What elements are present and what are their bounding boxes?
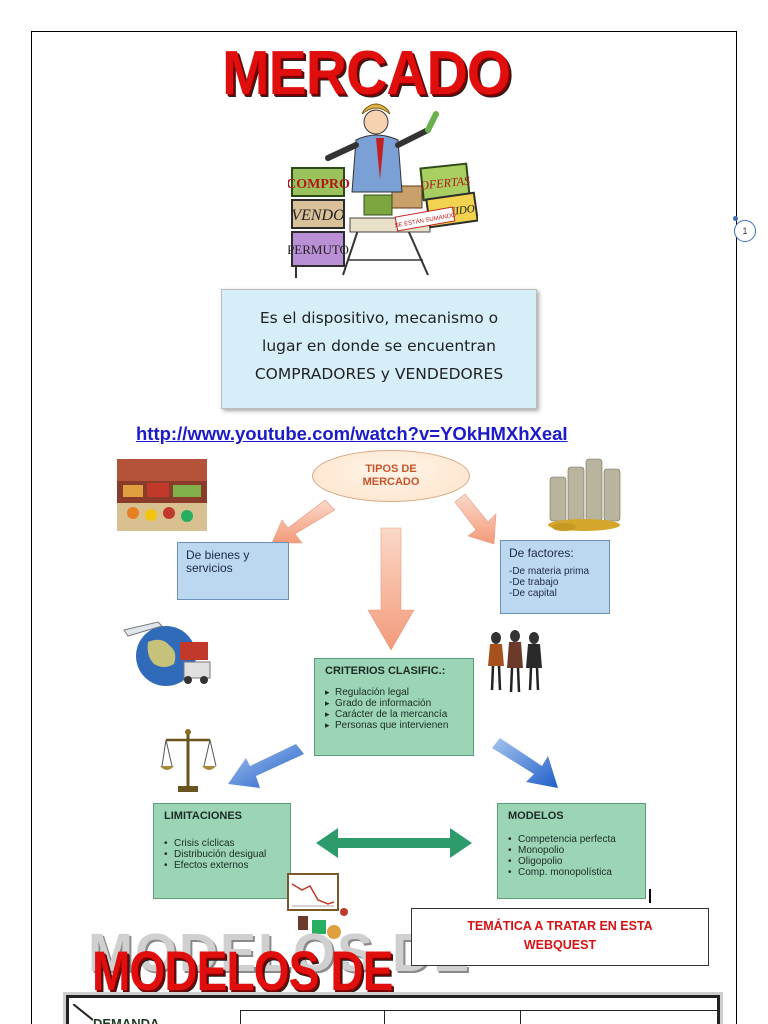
limitaciones-box: LIMITACIONES Crisis cíclicas Distribució… — [153, 803, 291, 899]
table-header-cell — [69, 1010, 241, 1024]
definition-line: lugar en donde se encuentran — [262, 337, 496, 355]
modelos-box: MODELOS Competencia perfecta Monopolio O… — [497, 803, 646, 899]
criterios-box: CRITERIOS CLASIFIC.: Regulación legal Gr… — [314, 658, 474, 756]
arrow-to-factores — [454, 493, 497, 545]
coins-photo — [548, 458, 621, 531]
factores-item: -De capital — [509, 588, 557, 599]
table-header-cell — [241, 1010, 385, 1024]
arrow-to-criterios — [367, 527, 415, 651]
page-title: MERCADO — [222, 39, 511, 108]
limitaciones-item: Efectos externos — [164, 860, 280, 871]
sign-permuto: PERMUTO — [288, 242, 349, 257]
tematica-line: WEBQUEST — [523, 938, 597, 952]
factores-heading: De factores: — [509, 546, 574, 560]
table-header-cell — [385, 1010, 521, 1024]
arrow-to-limitaciones — [228, 744, 304, 788]
comment-anchor — [733, 216, 738, 221]
limitaciones-item: Distribución desigual — [164, 849, 280, 860]
arrow-to-modelos — [492, 738, 558, 788]
comment-marker[interactable]: 1 — [734, 220, 756, 242]
arrow-to-bienes — [271, 499, 336, 544]
modelos-item: Competencia perfecta — [508, 834, 635, 845]
tematica-box: TEMÁTICA A TRATAR EN ESTA WEBQUEST — [411, 908, 709, 966]
factores-item: -De trabajo — [509, 577, 559, 588]
criterios-item: Regulación legal — [325, 687, 463, 698]
page-frame — [31, 31, 737, 1024]
vendor-illustration: COMPRO VENDO PERMUTO OFERTAS LIQUIDO SE … — [288, 103, 478, 278]
factores-box: De factores: -De materia prima -De traba… — [500, 540, 610, 614]
tematica-line: TEMÁTICA A TRATAR EN ESTA — [467, 919, 653, 933]
diagram-center-oval: TIPOS DE MERCADO — [312, 450, 470, 502]
definition-line: COMPRADORES y VENDEDORES — [254, 365, 504, 383]
diagonal-header-icon — [73, 1004, 93, 1021]
sign-ofertas: OFERTAS — [420, 173, 471, 192]
youtube-link[interactable]: http://www.youtube.com/watch?v=YOkHMXhXe… — [136, 423, 568, 444]
modelos-item: Oligopolio — [508, 856, 635, 867]
modelos-heading: MODELOS — [508, 810, 564, 822]
bienes-line: servicios — [186, 561, 233, 575]
modelos-item: Monopolio — [508, 845, 635, 856]
sign-compro: COMPRO — [288, 177, 350, 192]
limitaciones-heading: LIMITACIONES — [164, 810, 243, 822]
criterios-heading: CRITERIOS CLASIFIC.: — [325, 665, 446, 677]
criterios-item: Grado de información — [325, 698, 463, 709]
sign-vendo: VENDO — [291, 207, 345, 224]
criterios-item: Personas que intervienen — [325, 720, 463, 731]
cursor-bar — [649, 889, 651, 903]
arrow-limitaciones-modelos — [316, 828, 472, 858]
market-chart-image — [287, 873, 348, 939]
demanda-table: DEMANDA — [66, 995, 720, 1024]
table-header-demanda: DEMANDA — [93, 1016, 160, 1024]
definition-box: Es el dispositivo, mecanismo o lugar en … — [221, 289, 537, 409]
oval-line: TIPOS DE — [365, 463, 417, 475]
definition-line: Es el dispositivo, mecanismo o — [259, 309, 499, 327]
limitaciones-item: Crisis cíclicas — [164, 838, 280, 849]
diagram-arrows — [228, 493, 558, 858]
bienes-box: De bienes y servicios — [177, 542, 289, 600]
table-header-cell — [521, 1010, 719, 1024]
oval-line: MERCADO — [362, 476, 420, 488]
mannequins-image — [488, 630, 542, 693]
bienes-line: De bienes y — [186, 548, 250, 562]
modelos-item: Comp. monopolística — [508, 867, 635, 878]
globe-trade-image — [123, 621, 211, 686]
market-stall-photo — [117, 459, 207, 531]
factores-item: -De materia prima — [509, 566, 590, 577]
criterios-item: Carácter de la mercancía — [325, 709, 463, 720]
balance-scale-icon — [160, 729, 217, 792]
